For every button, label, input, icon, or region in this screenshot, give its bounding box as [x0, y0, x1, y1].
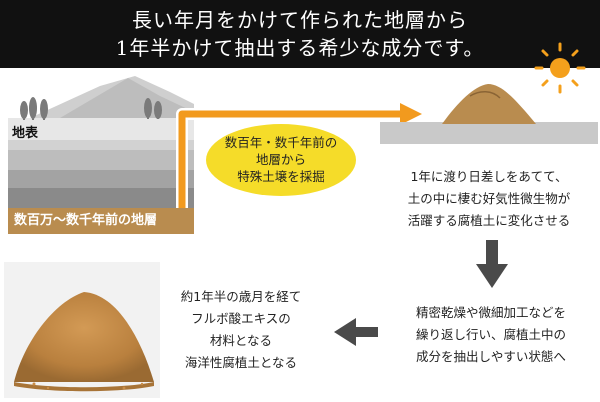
right-ground-layer: [380, 122, 598, 144]
trees-left-icon: [20, 97, 48, 120]
step-line: 活躍する腐植土に変化させる: [407, 213, 571, 228]
header-title-line1: 長い年月をかけて作られた地層から: [132, 8, 468, 32]
process-arrow: [178, 110, 404, 232]
soil-heap: [442, 84, 536, 124]
header-title-line2: 1年半かけて抽出する希少な成分です。: [115, 36, 485, 60]
step-line: 約1年半の歳月を経て: [180, 289, 302, 304]
step-line: 土の中に棲む好気性微生物が: [407, 191, 571, 206]
strata-surface: [8, 118, 194, 140]
down-arrow-icon: [476, 240, 508, 288]
humus-powder-photo: [4, 262, 160, 398]
step-line: 繰り返し行い、腐植土中の: [415, 327, 566, 342]
step-line: 材料となる: [209, 333, 273, 348]
deep-layer-label: 数百万～数千年前の地層: [8, 208, 194, 234]
step-line: 成分を抽出しやすい状態へ: [416, 349, 566, 364]
strata-layer-3: [8, 170, 194, 188]
step-result-text: 約1年半の歳月を経て フルボ酸エキスの 材料となる 海洋性腐植土となる: [152, 286, 330, 374]
soil-heap-detail: [469, 91, 501, 99]
step-processing-text: 精密乾燥や微細加工などを 繰り返し行い、腐植土中の 成分を抽出しやすい状態へ: [385, 302, 597, 368]
step-line: 海洋性腐植土となる: [184, 355, 298, 370]
left-arrow-icon: [334, 318, 378, 346]
surface-label: 地表: [12, 126, 39, 141]
header-banner: 長い年月をかけて作られた地層から 1年半かけて抽出する希少な成分です。: [0, 0, 600, 68]
strata-layer-2: [8, 150, 194, 170]
callout-line: 特殊土壌を採掘: [237, 169, 325, 184]
trees-right-icon: [144, 98, 162, 119]
strata-layer-1: [8, 140, 194, 150]
process-arrowhead-icon: [400, 103, 422, 125]
step-sunlight-text: 1年に渡り日差しをあてて、 土の中に棲む好気性微生物が 活躍する腐植土に変化させ…: [380, 166, 598, 232]
step-line: フルボ酸エキスの: [191, 311, 291, 326]
powder-pile-image: [14, 292, 154, 392]
sun-icon: [534, 42, 586, 94]
step-line: 1年に渡り日差しをあてて、: [410, 169, 568, 184]
step-line: 精密乾燥や微細加工などを: [415, 305, 566, 320]
callout-line: 数百年・数千年前の: [224, 135, 338, 150]
callout-line: 地層から: [255, 152, 306, 167]
strata-layer-4: [8, 188, 194, 208]
excavation-callout: 数百年・数千年前の 地層から 特殊土壌を採掘: [206, 124, 356, 196]
